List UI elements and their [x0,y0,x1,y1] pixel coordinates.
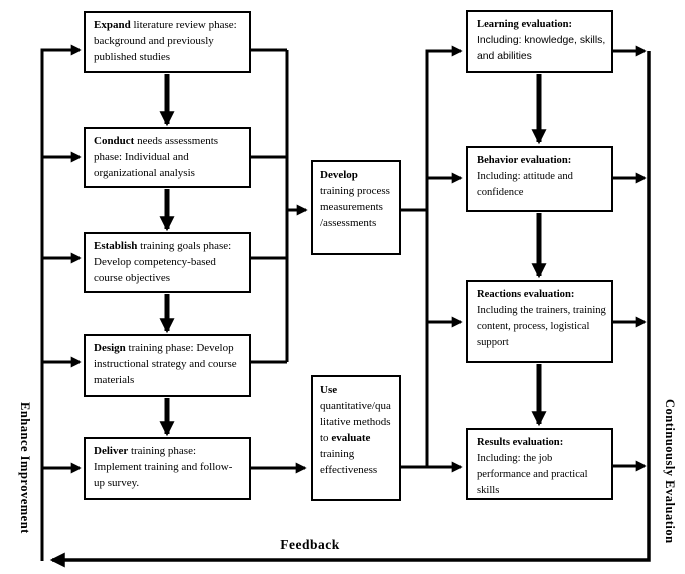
node-use-methods-evaluate: Use quantitative/qualitative methods to … [311,375,401,501]
node-conduct-needs-assessments: Conduct needs assessments phase: Individ… [84,127,251,188]
feedback-rail [49,51,651,568]
node-deliver-training: Deliver training phase: Implement traini… [84,437,251,500]
node-results-evaluation: Results evaluation: Including: the job p… [466,428,613,500]
node-reactions-evaluation: Reactions evaluation: Including the trai… [466,280,613,363]
node-develop-measurements: Develop training process measurements /a… [311,160,401,255]
node-learning-evaluation: Learning evaluation: Including: knowledg… [466,10,613,73]
feedback-label: Feedback [280,537,340,552]
node-behavior-evaluation: Behavior evaluation: Including: attitude… [466,146,613,212]
distributor-rail-and-learning-arrow [425,45,463,467]
node-design-training: Design training phase: Develop instructi… [84,334,251,397]
node-expand-literature-review: Expand literature review phase: backgrou… [84,11,251,73]
continuously-evaluation-label: Continuously Evaluation [663,398,677,544]
node-establish-training-goals: Establish training goals phase: Develop … [84,232,251,293]
enhance-improvement-rail [40,44,82,561]
enhance-improvement-label: Enhance Improvement [18,402,32,534]
